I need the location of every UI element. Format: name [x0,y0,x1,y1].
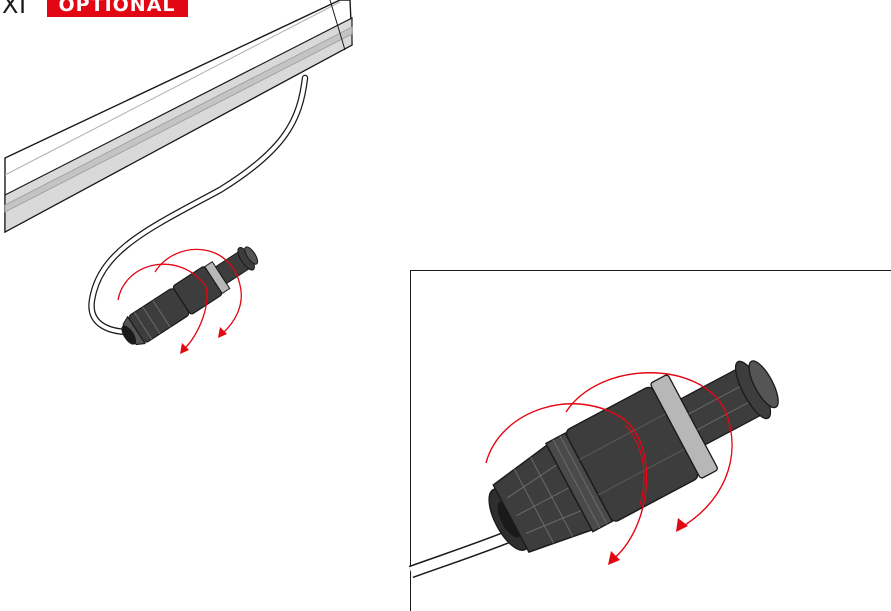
arrowheads-detail [608,518,688,565]
step-number: XI [2,0,27,19]
rotation-arrows-small [117,248,242,351]
detail-connector [488,360,779,553]
optional-badge: OPTIONAL [46,0,188,17]
step-header: XI OPTIONAL [0,0,188,19]
detail-view-frame [410,270,891,611]
led-profile-bar [4,0,353,234]
rotation-arrows-detail [485,372,733,561]
arrowheads-small [180,327,227,354]
cable [88,74,309,336]
